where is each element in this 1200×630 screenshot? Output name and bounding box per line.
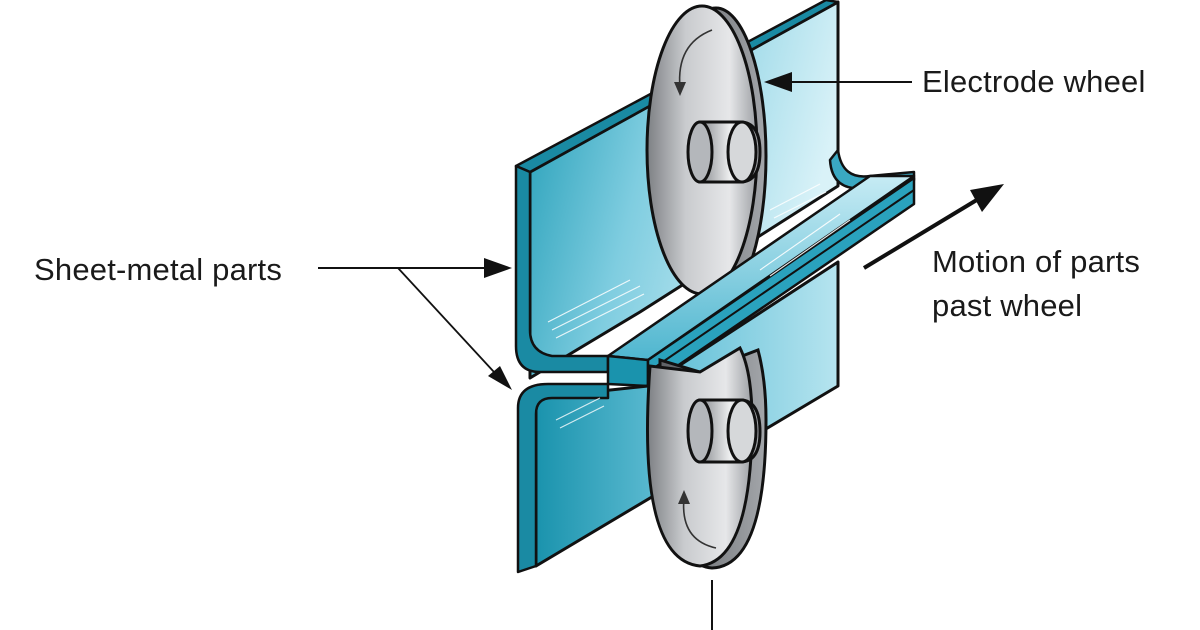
flange-front-edge <box>606 354 650 388</box>
motion-label-line2: past wheel <box>932 288 1083 323</box>
motion-label: Motion of parts past wheel <box>932 240 1140 328</box>
electrode-wheel-label: Electrode wheel <box>922 64 1146 99</box>
motion-arrow <box>862 184 1004 270</box>
upper-electrode-wheel <box>645 4 768 306</box>
motion-label-line1: Motion of parts <box>932 244 1141 279</box>
arrow-icon <box>970 184 1004 212</box>
arrow-icon <box>764 72 792 92</box>
sheet-metal-leader <box>318 258 512 390</box>
sheet-metal-parts-label: Sheet-metal parts <box>34 252 283 287</box>
lower-sheet-left-edge <box>516 382 610 574</box>
arrow-icon <box>484 258 512 278</box>
upper-wheel-hub <box>686 120 762 184</box>
sheet-flange <box>606 174 916 388</box>
rotation-arrow-icon <box>674 29 713 96</box>
arrow-icon <box>488 366 512 390</box>
electrode-wheel-leader <box>764 72 912 92</box>
upper-sheet-streaks <box>547 183 827 339</box>
rotation-arrow-icon <box>678 490 717 549</box>
lower-wheel-hub <box>686 398 762 464</box>
lower-electrode-wheel <box>645 345 768 570</box>
